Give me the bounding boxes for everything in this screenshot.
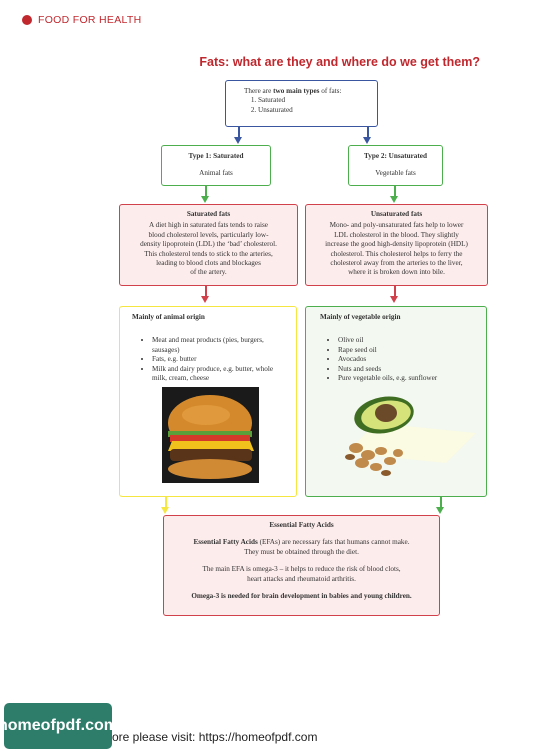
footer-link-text[interactable]: ore please visit: https://homeofpdf.com (112, 730, 318, 744)
efa-box: Essential Fatty Acids Essential Fatty Ac… (163, 515, 440, 616)
saturated-box: Saturated fats A diet high in saturated … (119, 204, 298, 286)
saturated-line: of the artery. (190, 268, 227, 277)
unsaturated-heading: Unsaturated fats (370, 210, 423, 218)
unsaturated-line: cholesterol. This cholesterol helps to f… (330, 249, 463, 258)
types-list: Saturated Unsaturated (244, 96, 377, 115)
efa-paragraph: heart attacks and rheumatoid arthritis. (247, 574, 356, 583)
unsaturated-line: Mono- and poly-unsaturated fats help to … (329, 221, 464, 230)
arrow-down-icon (162, 497, 168, 514)
list-item: Meat and meat products (pies, burgers, s… (152, 336, 288, 355)
arrow-down-icon (235, 127, 241, 144)
site-logo[interactable]: homeofpdf.com (0, 703, 118, 749)
types-intro: There are two main types of fats: (244, 87, 342, 95)
page-title: Fats: what are they and where do we get … (199, 55, 480, 69)
bullet-dot-icon (22, 15, 32, 25)
arrow-down-icon (202, 286, 208, 303)
types-box: There are two main types of fats: Satura… (225, 80, 378, 127)
unsaturated-line: LDL cholesterol in the blood. They sligh… (334, 230, 459, 239)
list-item: Avocados (338, 355, 478, 364)
unsaturated-line: increase the good high-density lipoprote… (325, 240, 468, 249)
list-item: Olive oil (338, 336, 478, 345)
arrow-down-icon (364, 127, 370, 144)
saturated-line: leading to blood clots and blockages (156, 259, 261, 268)
arrow-down-icon (202, 186, 208, 203)
list-item: Nuts and seeds (338, 365, 478, 374)
unsaturated-box: Unsaturated fats Mono- and poly-unsatura… (305, 204, 488, 286)
avocado-nuts-image (345, 396, 476, 476)
efa-note: Omega-3 is needed for brain development … (191, 592, 412, 601)
type1-box: Type 1: Saturated Animal fats (161, 145, 271, 186)
efa-paragraph: Essential Fatty Acids (EFAs) are necessa… (193, 538, 410, 547)
type2-sub: Vegetable fats (375, 169, 416, 178)
burger-image (162, 387, 259, 483)
efa-paragraph: The main EFA is omega-3 – it helps to re… (202, 565, 401, 574)
vegetable-heading: Mainly of vegetable origin (320, 313, 401, 321)
vegetable-origin-panel: Mainly of vegetable origin Olive oil Rap… (305, 306, 487, 497)
section-label: FOOD FOR HEALTH (38, 14, 142, 26)
list-item: Pure vegetable oils, e.g. sunflower (338, 374, 478, 383)
arrow-down-icon (391, 186, 397, 203)
type2-box: Type 2: Unsaturated Vegetable fats (348, 145, 443, 186)
animal-heading: Mainly of animal origin (132, 313, 205, 321)
list-item: Fats, e.g. butter (152, 355, 288, 364)
efa-paragraph: They must be obtained through the diet. (244, 547, 359, 556)
saturated-heading: Saturated fats (186, 210, 231, 218)
type1-heading: Type 1: Saturated (188, 152, 244, 160)
list-item: Milk and dairy produce, e.g. butter, who… (152, 365, 288, 384)
saturated-line: density lipoprotein (LDL) the ‘bad’ chol… (140, 240, 277, 249)
list-item: Unsaturated (258, 106, 377, 115)
list-item: Rape seed oil (338, 346, 478, 355)
type1-sub: Animal fats (199, 169, 233, 178)
saturated-line: blood cholesterol levels, particularly l… (148, 230, 269, 239)
vegetable-list: Olive oil Rape seed oil Avocados Nuts an… (320, 336, 478, 383)
animal-origin-panel: Mainly of animal origin Meat and meat pr… (119, 306, 297, 497)
section-header: FOOD FOR HEALTH (22, 14, 141, 26)
arrow-down-icon (391, 286, 397, 303)
list-item: Saturated (258, 96, 377, 105)
saturated-line: This cholesterol tends to stick to the a… (144, 249, 273, 258)
unsaturated-line: where it is broken down into bile. (348, 268, 445, 277)
saturated-line: A diet high in saturated fats tends to r… (149, 221, 268, 230)
arrow-down-icon (437, 497, 443, 514)
efa-heading: Essential Fatty Acids (269, 521, 334, 529)
type2-heading: Type 2: Unsaturated (364, 152, 427, 160)
unsaturated-line: cholesterol away from the arteries to th… (330, 259, 463, 268)
animal-list: Meat and meat products (pies, burgers, s… (132, 336, 288, 383)
